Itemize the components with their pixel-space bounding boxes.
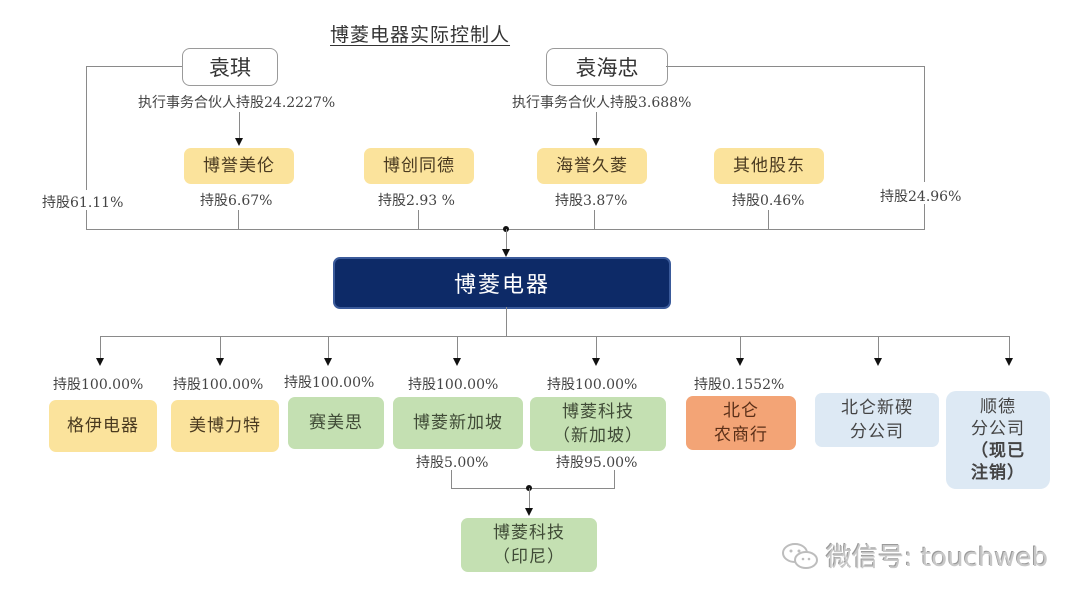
stake-label: 持股0.46% <box>732 193 805 209</box>
arrow-down-icon <box>736 358 744 366</box>
controller-yuan-haizhong: 袁海忠 <box>546 48 668 86</box>
stake-label: 持股3.87% <box>555 193 628 209</box>
arrow-down-icon <box>525 508 533 516</box>
controller-name: 袁海忠 <box>575 56 639 80</box>
connector-line <box>220 336 221 358</box>
subsidiary-box: 博菱新加坡 <box>393 397 523 449</box>
arrow-down-icon <box>235 138 243 146</box>
branch-name-suffix: 分公司 <box>850 422 904 442</box>
stake-label: 持股95.00% <box>556 455 638 471</box>
stake-label: 持股5.00% <box>416 455 489 471</box>
connector-line <box>666 66 924 67</box>
grandchild-box: 博菱科技 （印尼） <box>461 518 597 572</box>
subsidiary-box: 赛美思 <box>288 397 384 449</box>
arrow-down-icon <box>96 358 104 366</box>
connector-line <box>594 210 595 230</box>
subsidiary-name: 博菱新加坡 <box>413 413 503 433</box>
subsidiary-name: 博菱科技 <box>562 402 634 422</box>
connector-line <box>596 336 597 358</box>
subsidiary-box: 格伊电器 <box>49 400 157 452</box>
connector-line <box>100 336 1010 337</box>
arrow-down-icon <box>324 358 332 366</box>
watermark: 微信号: touchweb <box>780 537 1048 574</box>
connector-line <box>451 488 615 489</box>
connector-line <box>596 112 597 138</box>
connector-line <box>86 66 87 190</box>
shareholder-name: 其他股东 <box>733 156 805 176</box>
shareholder-box: 海誉久菱 <box>537 148 647 184</box>
subsidiary-box: 博菱科技 （新加坡） <box>530 397 666 451</box>
subsidiary-name: 美博力特 <box>189 416 261 436</box>
controller-role-label: 执行事务合伙人持股3.688% <box>512 95 692 111</box>
connector-line <box>328 336 329 358</box>
arrow-down-icon <box>216 358 224 366</box>
branch-status: 注销） <box>971 463 1025 483</box>
stake-label: 持股2.93 % <box>378 193 455 209</box>
branch-name: 北仑新碶 <box>841 398 913 418</box>
subsidiary-name: 北仑 <box>723 401 759 421</box>
connector-line <box>451 470 452 488</box>
watermark-text: 微信号: touchweb <box>826 543 1049 573</box>
branch-name: 顺德 <box>980 397 1016 417</box>
shareholder-name: 博誉美伦 <box>203 156 275 176</box>
stake-label: 持股100.00% <box>284 375 375 391</box>
connector-line <box>239 112 240 138</box>
grandchild-name: 博菱科技 <box>493 523 565 543</box>
stake-label: 持股0.1552% <box>694 377 785 393</box>
shareholder-box: 博誉美伦 <box>184 148 294 184</box>
shareholder-name: 海誉久菱 <box>556 156 628 176</box>
connector-line <box>418 210 419 230</box>
connector-line <box>614 470 615 488</box>
subsidiary-name: 格伊电器 <box>67 416 139 436</box>
controller-name: 袁琪 <box>209 56 251 80</box>
branch-name-suffix: 分公司 <box>971 419 1025 439</box>
grandchild-name-suffix: （印尼） <box>493 547 565 567</box>
connector-line <box>100 336 101 358</box>
connector-line <box>86 210 87 230</box>
stake-label: 持股100.00% <box>53 377 144 393</box>
connector-line <box>924 66 925 182</box>
connector-line <box>86 66 182 67</box>
shareholder-box: 其他股东 <box>714 148 824 184</box>
connector-line <box>768 210 769 230</box>
connector-line <box>878 336 879 358</box>
company-name: 博菱电器 <box>453 273 550 298</box>
connector-line <box>740 336 741 358</box>
arrow-down-icon <box>453 358 461 366</box>
stake-label: 持股6.67% <box>200 193 273 209</box>
controller-yuan-qi: 袁琪 <box>182 48 278 86</box>
subsidiary-box: 北仑 农商行 <box>686 396 796 450</box>
arrow-down-icon <box>502 249 510 257</box>
direct-stake-label: 持股61.11% <box>42 195 124 211</box>
connector-line <box>506 307 507 336</box>
connector-line <box>1009 336 1010 358</box>
stake-label: 持股100.00% <box>173 377 264 393</box>
connector-line <box>506 229 507 249</box>
stake-label: 持股100.00% <box>408 377 499 393</box>
arrow-down-icon <box>1005 358 1013 366</box>
subsidiary-name-suffix: 农商行 <box>714 425 768 445</box>
connector-line <box>238 210 239 230</box>
shareholder-name: 博创同德 <box>383 156 455 176</box>
connector-line <box>924 204 925 230</box>
subsidiary-name-suffix: （新加坡） <box>553 426 643 446</box>
stake-label: 持股100.00% <box>547 377 638 393</box>
branch-box: 顺德 分公司 （现已 注销） <box>946 391 1050 489</box>
arrow-down-icon <box>874 358 882 366</box>
arrow-down-icon <box>592 358 600 366</box>
subsidiary-name: 赛美思 <box>309 413 363 433</box>
arrow-down-icon <box>592 138 600 146</box>
chart-title: 博菱电器实际控制人 <box>330 24 511 46</box>
connector-line <box>529 488 530 508</box>
shareholder-box: 博创同德 <box>364 148 474 184</box>
branch-box: 北仑新碶 分公司 <box>815 393 939 447</box>
branch-status: （现已 <box>971 441 1025 461</box>
connector-line <box>457 336 458 358</box>
wechat-icon <box>782 542 818 569</box>
subsidiary-box: 美博力特 <box>171 400 279 452</box>
direct-stake-label: 持股24.96% <box>880 189 962 205</box>
main-company-box: 博菱电器 <box>333 257 671 309</box>
controller-role-label: 执行事务合伙人持股24.2227% <box>138 95 336 111</box>
